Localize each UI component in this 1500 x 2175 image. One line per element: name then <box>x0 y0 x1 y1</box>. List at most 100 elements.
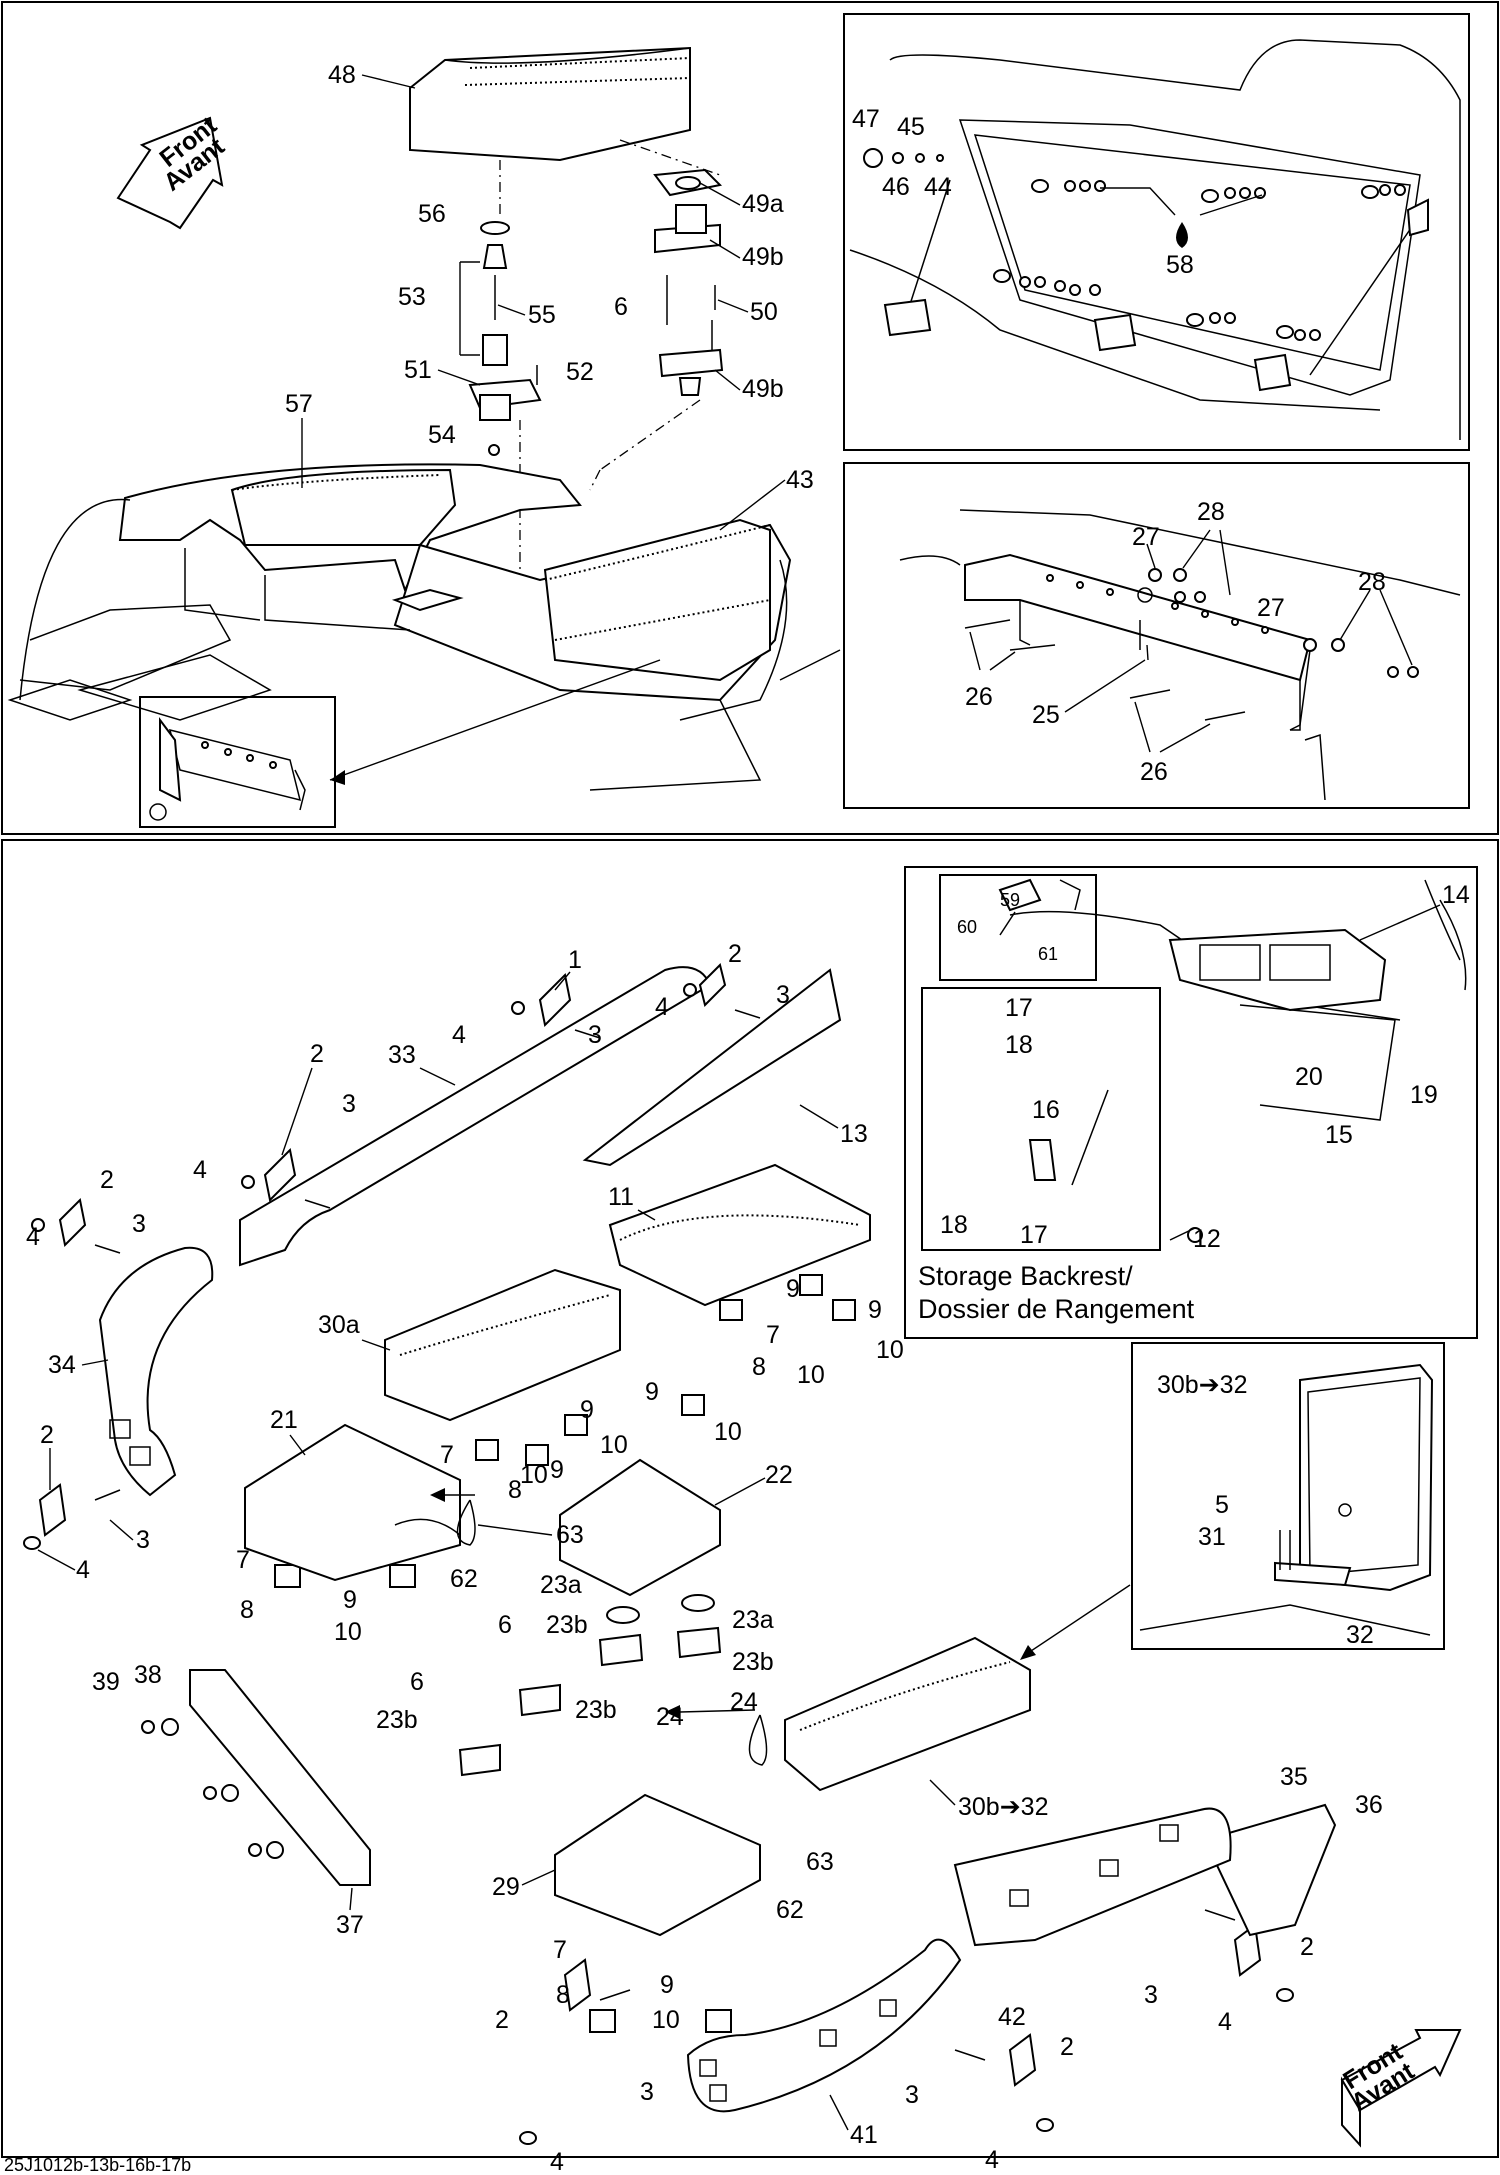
callout-2-g: 2 <box>1060 2033 1074 2061</box>
front-arrow-bottom: Front Avant <box>1338 2029 1462 2148</box>
storage-backrest-drawing <box>998 878 1467 1243</box>
bolts-37 <box>141 1718 284 1859</box>
callout-9-h: 9 <box>660 1971 674 1999</box>
straps-63-62 <box>456 1499 768 1766</box>
callout-10-g: 10 <box>334 1618 362 1646</box>
callout-26-a: 26 <box>965 683 993 711</box>
cushion-21 <box>244 1423 461 1582</box>
callout-12: 12 <box>1193 1225 1221 1253</box>
callout-3-a: 3 <box>776 981 790 1009</box>
callout-4-b: 4 <box>452 1021 466 1049</box>
callout-22: 22 <box>765 1461 793 1489</box>
cushion-29 <box>554 1793 761 1937</box>
clip-brackets <box>38 963 1262 2087</box>
callout-59: 59 <box>1000 890 1020 910</box>
callout-3-h: 3 <box>640 2078 654 2106</box>
callout-37: 37 <box>336 1911 364 1939</box>
inset-hinge-frame <box>921 987 1161 1251</box>
callout-51: 51 <box>404 356 432 384</box>
callout-10-h: 10 <box>652 2006 680 2034</box>
callout-9-g: 9 <box>343 1586 357 1614</box>
callout-56: 56 <box>418 200 446 228</box>
callout-17-b: 17 <box>1020 1221 1048 1249</box>
callout-27-a: 27 <box>1132 523 1160 551</box>
cushion-30b <box>784 1636 1031 1792</box>
callout-7-b: 7 <box>440 1441 454 1469</box>
side-panel-42 <box>953 1807 1232 1947</box>
cup-holder-lower <box>458 1594 722 1777</box>
callout-4-f: 4 <box>1218 2008 1232 2036</box>
callout-60: 60 <box>957 917 977 937</box>
callout-29: 29 <box>492 1873 520 1901</box>
callout-26-b: 26 <box>1140 758 1168 786</box>
callout-6-c: 6 <box>410 1668 424 1696</box>
callout-3-c: 3 <box>342 1090 356 1118</box>
inset-storage-lid-frame <box>843 13 1470 451</box>
callout-63-a: 63 <box>556 1521 584 1549</box>
callout-32: 32 <box>1346 1621 1374 1649</box>
side-panel-13 <box>582 968 842 1167</box>
seat-base-57-43 <box>7 463 792 791</box>
callout-6-b: 6 <box>498 1611 512 1639</box>
callout-48: 48 <box>328 61 356 89</box>
callout-7-a: 7 <box>766 1321 780 1349</box>
callout-21: 21 <box>270 1406 298 1434</box>
callout-38: 38 <box>134 1661 162 1689</box>
side-panel-33 <box>239 966 712 1267</box>
callout-57: 57 <box>285 390 313 418</box>
bumper-assembly <box>468 221 542 456</box>
bracket-detail <box>149 717 306 821</box>
callout-23b-d: 23b <box>376 1706 418 1734</box>
callout-10-a: 10 <box>876 1336 904 1364</box>
callout-33: 33 <box>388 1041 416 1069</box>
callout-55: 55 <box>528 301 556 329</box>
callout-45: 45 <box>897 113 925 141</box>
callout-4-g: 4 <box>985 2146 999 2174</box>
callout-2-e: 2 <box>40 1421 54 1449</box>
callout-62-b: 62 <box>776 1896 804 1924</box>
cushion-30a <box>384 1268 621 1422</box>
callout-2-f: 2 <box>1300 1933 1314 1961</box>
callout-9-b: 9 <box>868 1296 882 1324</box>
storage-caption-line1: Storage Backrest/ <box>918 1261 1133 1291</box>
callout-3-e: 3 <box>136 1526 150 1554</box>
callout-43: 43 <box>786 466 814 494</box>
callout-4-c: 4 <box>193 1156 207 1184</box>
callout-8-d: 8 <box>556 1981 570 2009</box>
callout-36: 36 <box>1355 1791 1383 1819</box>
callout-8-b: 8 <box>508 1476 522 1504</box>
callout-24-a: 24 <box>656 1703 684 1731</box>
backrest-mount-drawing <box>1139 1363 1434 1636</box>
callout-3-f: 3 <box>1144 1981 1158 2009</box>
mounting-blocks <box>274 1274 856 2033</box>
side-panel-34 <box>98 1246 214 1497</box>
callout-34: 34 <box>48 1351 76 1379</box>
side-panel-41 <box>686 1938 962 2113</box>
storage-caption-line2: Dossier de Rangement <box>918 1294 1195 1324</box>
callout-25: 25 <box>1032 701 1060 729</box>
callout-53: 53 <box>398 283 426 311</box>
callout-31: 31 <box>1198 1523 1226 1551</box>
armrest-bar-37 <box>189 1669 371 1886</box>
callout-4-a: 4 <box>655 993 669 1021</box>
callout-9-d: 9 <box>580 1396 594 1424</box>
cushion-22 <box>559 1458 721 1597</box>
cushion-11 <box>608 1163 871 1307</box>
support-bracket-drawing <box>899 509 1461 801</box>
callout-9-a: 9 <box>786 1275 800 1303</box>
callout-3-d: 3 <box>132 1210 146 1238</box>
callout-9-e: 9 <box>550 1456 564 1484</box>
callout-1: 1 <box>568 946 582 974</box>
callout-3-g: 3 <box>905 2081 919 2109</box>
callout-4-h: 4 <box>550 2148 564 2175</box>
callout-23b-b: 23b <box>732 1648 774 1676</box>
callout-30b32-a: 30b➔32 <box>1157 1371 1247 1399</box>
callout-47: 47 <box>852 105 880 133</box>
callout-2-d: 2 <box>100 1166 114 1194</box>
callout-46: 46 <box>882 173 910 201</box>
callout-11: 11 <box>608 1183 634 1211</box>
callout-7-d: 7 <box>553 1936 567 1964</box>
callout-10-f: 10 <box>520 1461 548 1489</box>
callout-52: 52 <box>566 358 594 386</box>
